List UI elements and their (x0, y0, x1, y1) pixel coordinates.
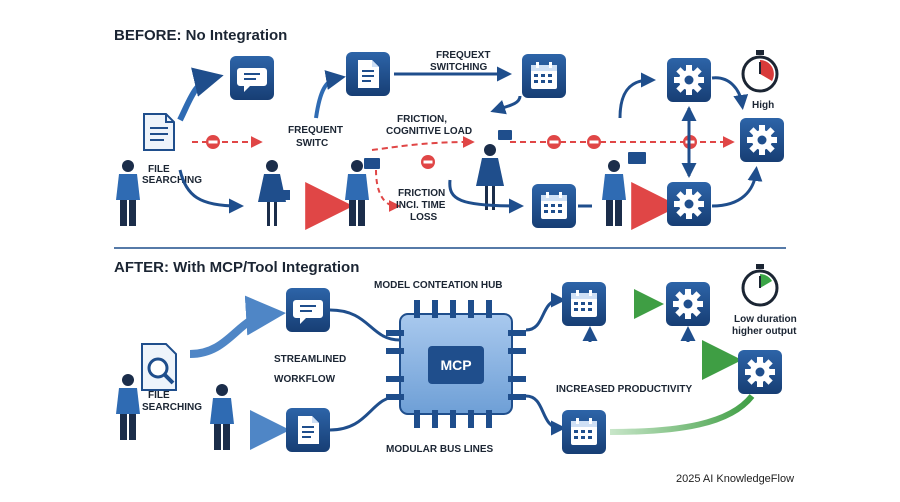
stopwatch-icon (741, 50, 779, 93)
label-bus-lines: MODULAR BUS LINES (386, 444, 494, 455)
friction-line-2 (371, 136, 475, 151)
calendar-icon-bottom (532, 184, 576, 228)
briefcase-icon (276, 190, 290, 200)
document-icon (346, 52, 390, 96)
mcp-chip-icon (386, 300, 526, 428)
arrow-to-cal-bottom (448, 179, 524, 214)
arrow-to-chat (177, 67, 224, 122)
after-title: AFTER: With MCP/Tool Integration (114, 259, 359, 276)
label-frequext-1: FREQUEXT (436, 50, 490, 61)
label-file-searching-1: FILE (148, 164, 170, 175)
label-friction-time-1: FRICTION (398, 188, 445, 199)
magnifier-document-icon (141, 343, 177, 391)
document-stack-icon (143, 113, 175, 151)
green-arrow-bottom (609, 394, 755, 435)
mcp-label: MCP (440, 357, 471, 373)
arrow-to-gear-right (711, 76, 749, 110)
person-searching-icon (116, 160, 140, 226)
bus-chat (329, 308, 401, 342)
label-after-file-1: FILE (148, 390, 170, 401)
no-entry-icon (421, 155, 435, 169)
no-entry-icon (547, 135, 561, 149)
tablet-icon (364, 158, 380, 169)
label-frequent-2: SWITC (296, 138, 328, 149)
person-laptop-icon (602, 160, 626, 226)
person-tablet-icon (345, 160, 369, 226)
footer-credit: 2025 AI KnowledgeFlow (676, 473, 794, 485)
person-woman-tablet-icon (476, 144, 504, 210)
label-friction-time-3: LOSS (410, 212, 438, 223)
arrow-cal-down (490, 95, 522, 115)
arrow-chip-cal-top (525, 292, 566, 332)
calendar-icon-after-top (562, 282, 606, 326)
laptop-icon (628, 152, 646, 164)
label-streamlined-1: STREAMLINED (274, 354, 346, 365)
calendar-icon-after-bottom (562, 410, 606, 454)
arrow-down-path (178, 169, 244, 214)
arrow-to-gear-top (618, 72, 656, 119)
gear-icon-after-right (738, 350, 782, 394)
label-file-searching-2: SEARCHING (142, 175, 202, 186)
label-productivity: INCREASED PRODUCTIVITY (556, 384, 692, 395)
label-friction-time-2: INCI. TIME (396, 200, 446, 211)
no-entry-icon (587, 135, 601, 149)
gear-icon-bottom (667, 182, 711, 226)
gear-icon-top (667, 58, 711, 102)
person-after-icon (116, 374, 140, 440)
chat-bubble-icon-after (286, 288, 330, 332)
arrow-chip-cal-bottom (525, 394, 566, 436)
label-frequent-1: FREQUENT (288, 125, 343, 136)
chat-bubble-icon (230, 56, 274, 100)
stopwatch-icon (741, 264, 779, 307)
label-hub: MODEL CONTEATION HUB (374, 280, 503, 291)
label-friction-cog-1: FRICTION, (397, 114, 447, 125)
tablet-icon (498, 130, 512, 140)
person-pointing-icon (210, 384, 234, 450)
document-icon-after (286, 408, 330, 452)
no-entry-icon (206, 135, 220, 149)
label-frequext-2: SWITCHING (430, 62, 487, 73)
calendar-icon-top (522, 54, 566, 98)
friction-curve (375, 169, 401, 212)
bus-doc (329, 394, 401, 432)
label-low-duration-2: higher output (732, 326, 797, 337)
label-streamlined-2: WORKFLOW (274, 374, 336, 385)
gear-icon-right (740, 118, 784, 162)
before-title: BEFORE: No Integration (114, 27, 287, 44)
arrow-to-chat-after (189, 295, 286, 358)
label-after-file-2: SEARCHING (142, 402, 202, 413)
arrow-up-to-gear-right (711, 166, 763, 208)
label-high: High (752, 100, 774, 111)
label-low-duration-1: Low duration (734, 314, 797, 325)
gear-icon-after-top (666, 282, 710, 326)
label-friction-cog-2: COGNITIVE LOAD (386, 126, 472, 137)
arrow-to-doc (314, 70, 346, 119)
